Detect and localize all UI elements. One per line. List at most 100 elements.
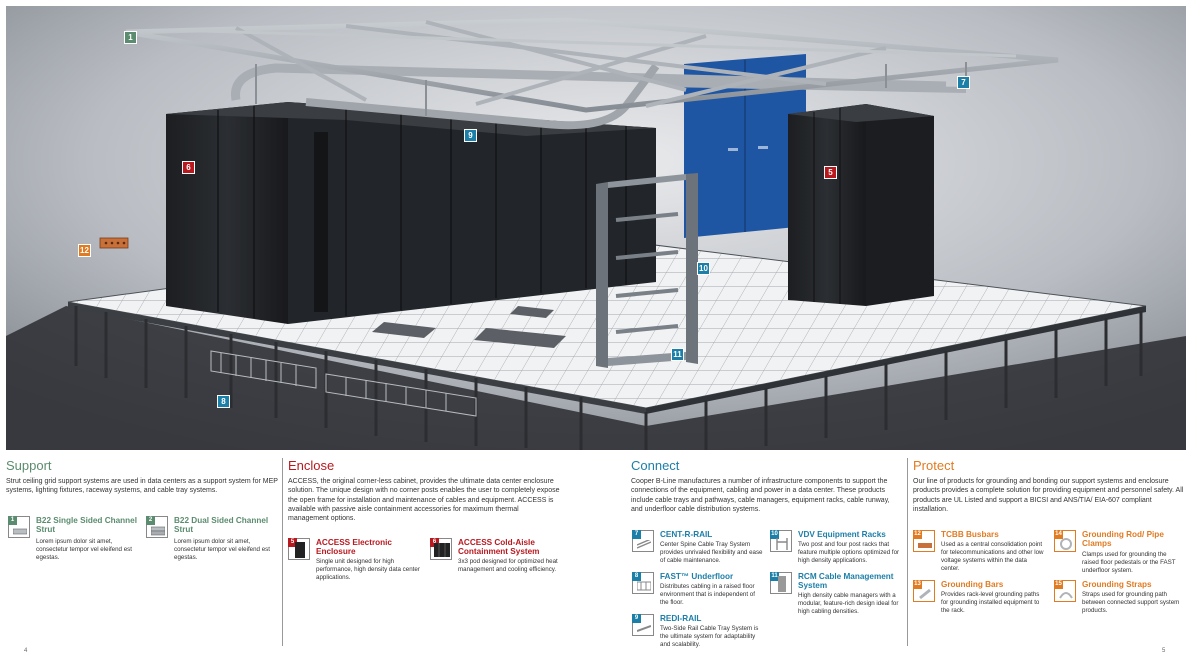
product-title: FAST™ Underfloor	[660, 572, 734, 581]
product-access-enclosure[interactable]: 5 ACCESS Electronic Enclosure Single uni…	[288, 538, 426, 592]
product-number: 10	[770, 530, 779, 539]
product-number: 15	[1054, 580, 1063, 589]
product-desc: High density cable managers with a modul…	[798, 592, 899, 615]
tcbb-busbar	[99, 237, 129, 249]
product-title: Grounding Straps	[1082, 580, 1152, 589]
cold-aisle-containment	[166, 102, 656, 324]
blue-door	[684, 54, 806, 238]
product-title: ACCESS Electronic Enclosure	[316, 538, 392, 556]
containment-icon	[434, 543, 450, 562]
product-number: 12	[913, 530, 922, 539]
data-center-render	[6, 6, 1186, 450]
product-number: 7	[632, 530, 641, 539]
product-access-containment[interactable]: 6 ACCESS Cold-Aisle Containment System 3…	[430, 538, 568, 592]
product-desc: 3x3 pod designed for optimized heat mana…	[458, 558, 558, 573]
product-desc: Center Spine Cable Tray System provides …	[660, 541, 763, 564]
grounding-strap-icon	[1059, 587, 1073, 605]
enclose-description: ACCESS, the original corner-less cabinet…	[288, 478, 560, 523]
product-desc: Distributes cabling in a raised floor en…	[660, 583, 755, 606]
product-title: CENT-R-RAIL	[660, 530, 713, 539]
cable-tray-icon	[636, 537, 652, 555]
support-section: Support Strut ceiling grid support syste…	[6, 458, 278, 656]
product-vdv-racks[interactable]: 10 VDV Equipment Racks Two post and four…	[770, 530, 906, 570]
product-desc: Clamps used for grounding the raised flo…	[1082, 551, 1176, 574]
product-desc: Two post and four post racks that featur…	[798, 541, 900, 564]
product-title: ACCESS Cold-Aisle Containment System	[458, 538, 540, 556]
product-thumb: 8	[632, 572, 654, 594]
product-thumb: 12	[913, 530, 935, 552]
product-pipe-clamps[interactable]: 14 Grounding Rod/ Pipe Clamps Clamps use…	[1054, 530, 1186, 582]
product-title: B22 Dual Sided Channel Strut	[174, 516, 269, 534]
enclosure-icon	[295, 542, 305, 563]
enclose-heading: Enclose	[288, 458, 335, 473]
product-thumb: 9	[632, 614, 654, 636]
data-center-illustration: 1 6 5 7 9 10 11 8 12	[6, 6, 1186, 450]
floor-shadow	[6, 306, 1186, 450]
protect-description: Our line of products for grounding and b…	[913, 478, 1184, 513]
callout-7[interactable]: 7	[957, 76, 970, 89]
connect-heading: Connect	[631, 458, 680, 473]
product-title: TCBB Busbars	[941, 530, 999, 539]
connect-description: Cooper B-Line manufactures a number of i…	[631, 478, 890, 513]
product-number: 14	[1054, 530, 1063, 539]
callout-12[interactable]: 12	[78, 244, 91, 257]
underfloor-icon	[636, 579, 652, 597]
product-grounding-bars[interactable]: 13 Grounding Bars Provides rack-level gr…	[913, 580, 1049, 624]
equipment-rack	[596, 173, 698, 368]
product-thumb: 10	[770, 530, 792, 552]
floor-edge-left	[68, 302, 646, 414]
electronic-enclosure	[788, 104, 934, 306]
product-title: VDV Equipment Racks	[798, 530, 886, 539]
product-b22-single[interactable]: 1 B22 Single Sided Channel Strut Lorem i…	[8, 516, 140, 566]
floor-edge-right	[646, 306, 1146, 414]
dual-channel-strut-icon	[150, 523, 166, 541]
product-number: 9	[632, 614, 641, 623]
product-thumb: 7	[632, 530, 654, 552]
product-b22-dual[interactable]: 2 B22 Dual Sided Channel Strut Lorem ips…	[146, 516, 278, 566]
product-desc: Straps used for grounding path between c…	[1082, 591, 1180, 614]
product-number: 2	[146, 516, 155, 525]
product-number: 6	[430, 538, 439, 547]
product-desc: Two-Side Rail Cable Tray System is the u…	[660, 625, 759, 648]
product-thumb: 5	[288, 538, 310, 560]
callout-1[interactable]: 1	[124, 31, 137, 44]
product-number: 11	[770, 572, 779, 581]
product-number: 1	[8, 516, 17, 525]
support-description: Strut ceiling grid support systems are u…	[6, 478, 278, 495]
protect-section: Protect Our line of products for groundi…	[913, 458, 1186, 656]
divider	[282, 458, 283, 646]
product-grounding-straps[interactable]: 15 Grounding Straps Straps used for grou…	[1054, 580, 1186, 624]
page-number-left: 4	[24, 648, 28, 654]
equipment-rack-icon	[775, 537, 789, 555]
rail-tray-icon	[636, 621, 652, 639]
product-thumb: 2	[146, 516, 168, 538]
connect-section: Connect Cooper B-Line manufactures a num…	[631, 458, 903, 656]
product-number: 13	[913, 580, 922, 589]
product-title: Grounding Bars	[941, 580, 1004, 589]
product-cent-r-rail[interactable]: 7 CENT-R-RAIL Center Spine Cable Tray Sy…	[632, 530, 768, 570]
product-redi-rail[interactable]: 9 REDI-RAIL Two-Side Rail Cable Tray Sys…	[632, 614, 768, 654]
product-title: REDI-RAIL	[660, 614, 702, 623]
callout-9[interactable]: 9	[464, 129, 477, 142]
product-tcbb-busbars[interactable]: 12 TCBB Busbars Used as a central consol…	[913, 530, 1049, 582]
product-fast-underfloor[interactable]: 8 FAST™ Underfloor Distributes cabling i…	[632, 572, 768, 612]
product-thumb: 1	[8, 516, 30, 538]
callout-5[interactable]: 5	[824, 166, 837, 179]
busbar-icon	[918, 537, 932, 555]
support-heading: Support	[6, 458, 52, 473]
product-thumb: 15	[1054, 580, 1076, 602]
underfloor-baskets	[210, 350, 477, 417]
cable-manager-icon	[778, 576, 786, 597]
protect-heading: Protect	[913, 458, 955, 473]
product-number: 5	[288, 538, 297, 547]
callout-11[interactable]: 11	[671, 348, 684, 361]
callout-6[interactable]: 6	[182, 161, 195, 174]
callout-8[interactable]: 8	[217, 395, 230, 408]
grounding-bar-icon	[918, 587, 932, 605]
enclose-section: Enclose ACCESS, the original corner-less…	[288, 458, 560, 656]
product-desc: Single unit designed for high performanc…	[316, 558, 420, 581]
product-thumb: 14	[1054, 530, 1076, 552]
callout-10[interactable]: 10	[697, 262, 710, 275]
product-rcm-cable-management[interactable]: 11 RCM Cable Management System High dens…	[770, 572, 906, 622]
divider	[907, 458, 908, 646]
